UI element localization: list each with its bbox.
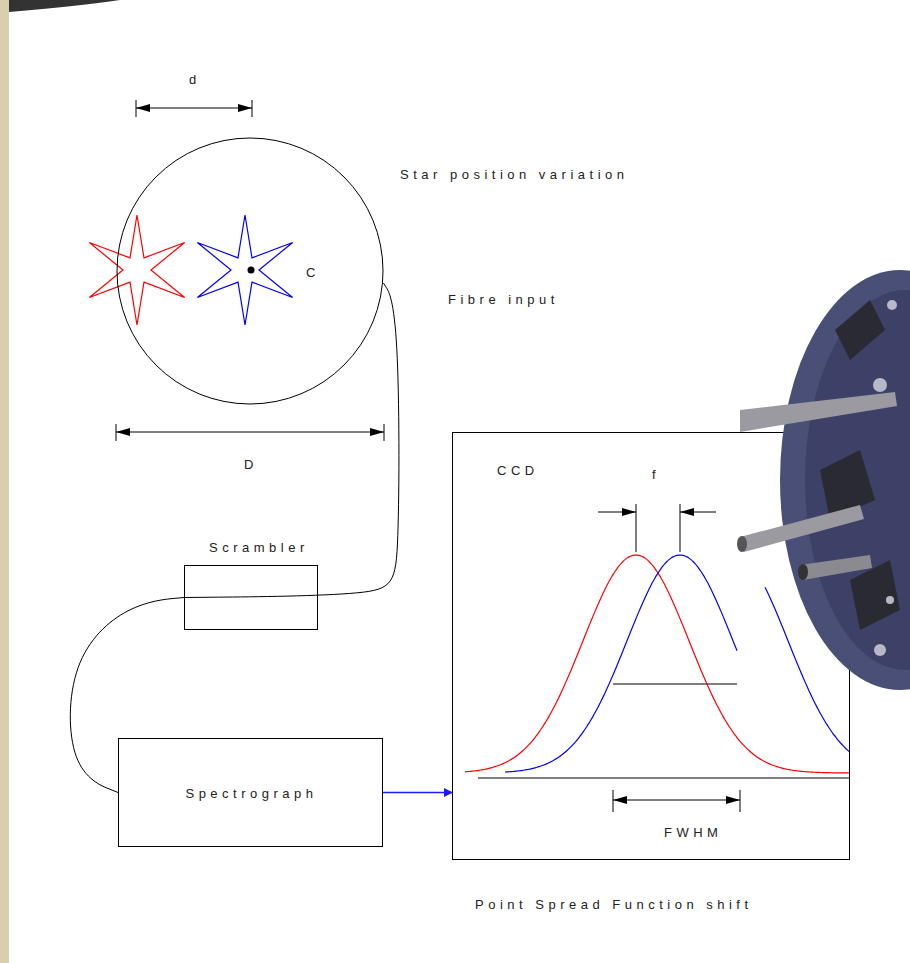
node-label: Scrambler	[209, 540, 309, 556]
dimension-arrowheads	[116, 104, 740, 804]
flange-disk	[780, 270, 910, 690]
psf-curve	[765, 587, 849, 751]
dimension-lines	[116, 100, 850, 812]
diagram-label: f	[652, 467, 660, 483]
holes	[873, 300, 897, 656]
node-label: Spectrograph	[185, 786, 317, 802]
psf-curve	[505, 555, 737, 772]
clamp	[850, 560, 900, 630]
circle-outline	[116, 137, 384, 405]
diagram-label: D	[244, 457, 258, 473]
psf-curve	[465, 555, 849, 773]
ccd-box: CCD	[452, 432, 850, 860]
diagram-label: d	[189, 72, 201, 88]
star-symbol	[89, 215, 184, 325]
node-label: C	[306, 265, 320, 281]
diagram-label: FWHM	[664, 825, 722, 841]
fibre-cable	[70, 598, 184, 793]
spectrograph-box: Spectrograph	[118, 738, 383, 847]
clamp	[835, 300, 885, 360]
fibre-rods	[737, 392, 897, 580]
star-symbol	[197, 215, 292, 325]
signal-arrow	[383, 792, 452, 794]
psf-curves	[465, 555, 849, 773]
clamp	[820, 450, 875, 520]
node-label: CCD	[497, 463, 539, 479]
page-edge	[0, 0, 9, 963]
star-symbols	[89, 215, 292, 325]
flange-face	[805, 290, 910, 670]
centre-dot	[248, 267, 255, 274]
fibre-cable	[184, 283, 399, 597]
page-corner	[9, 0, 120, 12]
diagram-label: Point Spread Function shift	[475, 897, 753, 913]
diagram-label: Star position variation	[400, 167, 629, 183]
fibre-input-circle: C	[116, 137, 384, 405]
diagram-label: Fibre input	[448, 292, 559, 308]
scrambler-box: Scrambler	[184, 565, 318, 630]
